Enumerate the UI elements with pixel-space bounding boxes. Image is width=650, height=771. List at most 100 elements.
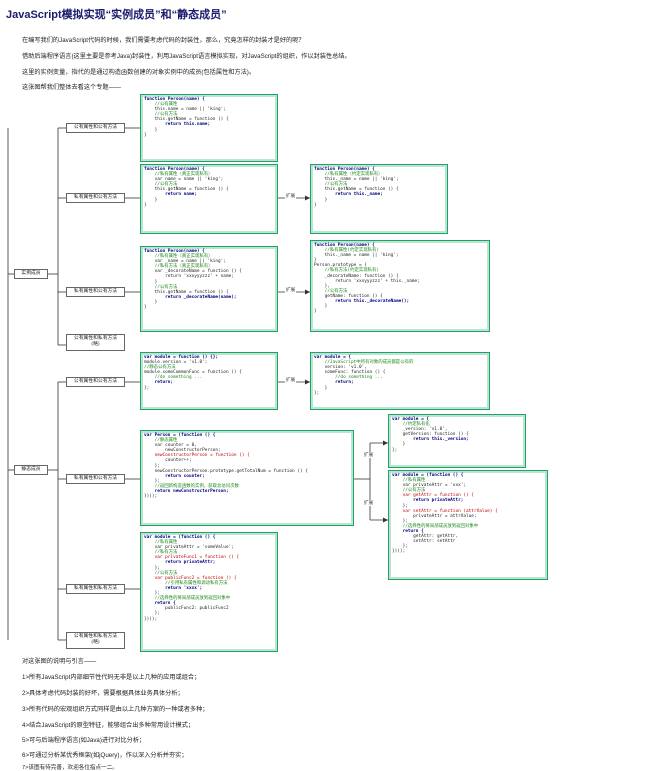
intro-paragraph-2: 借助后端程序语言(这里主要是参考Java)封装性，利用JavaScript语言模… — [22, 53, 351, 60]
code-line: this._name = name || 'king'; — [314, 253, 399, 259]
code-line: //私有方法(约定实现私有) — [314, 268, 380, 274]
code-line: return { — [392, 529, 424, 535]
code-line: } — [144, 202, 147, 208]
code-line: newConstructorPerson = function () { — [144, 453, 250, 459]
static-members-label: 静态成员 — [14, 465, 48, 475]
note-5: 5>可与后端程序语言(如Java)进行对比分析； — [22, 737, 146, 744]
code-line: //私有方法（真正实现私有） — [144, 264, 213, 270]
code-line: //私有属性(约定实现私有) — [314, 248, 380, 254]
code-line: //引用私有属性和调动私有方法 — [144, 580, 228, 586]
instance-public-label: 公有属性和公有方法 — [66, 123, 125, 133]
code-line: } — [314, 304, 328, 310]
instance-public-private-label: 公有属性和私有方法 (略) — [66, 334, 125, 351]
code-line: }; — [392, 503, 408, 509]
code-line: var privateAttr = 'xxx'; — [392, 483, 467, 489]
code-static-private-public: var Person = (function () { //静态属性 var c… — [140, 430, 354, 526]
code-line: //公有属性 — [144, 102, 178, 108]
extend-label-1: 扩展 — [285, 193, 297, 199]
code-instance-prototype: function Person(name) { //私有属性(约定实现私有) t… — [310, 240, 490, 332]
code-line: var module = (function () { — [144, 535, 216, 540]
extend-label-3: 扩展 — [285, 377, 297, 383]
code-line: return this.name; — [144, 122, 211, 128]
code-line: return; — [144, 380, 174, 386]
instance-private-public-label: 私有属性和公有方法 — [66, 193, 125, 203]
instance-members-label: 实例成员 — [14, 269, 48, 279]
static-public-private-label: 公有属性和私有方法 (略) — [66, 632, 125, 649]
code-line: }; — [392, 544, 408, 550]
code-line: return name; — [144, 192, 197, 198]
code-line: //公有方法 — [144, 182, 178, 188]
code-line: getVersion: function () { — [392, 432, 469, 438]
code-line: //选择性的将局部成员放到返回对象中 — [392, 523, 479, 529]
code-line: newConstructorPerson.prototype.getTotalN… — [144, 468, 308, 474]
code-line: getName: function () { — [314, 293, 383, 299]
code-line: function Person(name) { — [314, 167, 375, 172]
code-line: }; — [144, 478, 160, 484]
code-line: return; — [314, 380, 354, 386]
code-line: //私有属性 — [392, 478, 426, 484]
code-line: var name = name || 'king'; — [144, 177, 224, 183]
note-3: 3>所有代码的宏观组织方式同样是由以上几种方案的一种或者多种； — [22, 706, 209, 713]
extend-label-4: 扩展 — [363, 452, 375, 458]
code-line: return this._name; — [314, 192, 383, 198]
code-line: function Person(name) { — [144, 97, 205, 102]
code-line: //公有方法 — [144, 112, 178, 118]
code-line: } — [144, 127, 158, 133]
code-line: //私有属性（真正实现私有） — [144, 254, 213, 260]
static-public-private-text: 公有属性和私有方法 — [73, 634, 118, 639]
code-line: } — [144, 132, 147, 138]
code-line: } — [144, 299, 158, 305]
code-line: module.version = 'v1.0'; — [144, 360, 208, 366]
code-line: privateAttr = attrValue; — [392, 513, 477, 519]
code-instance-private-real: function Person(name) { //私有属性（真正实现私有） v… — [140, 164, 278, 234]
code-line: var setAttr = function (attrValue) { — [392, 508, 498, 514]
code-line: this._name = name || 'king'; — [314, 177, 399, 183]
intro-paragraph-3: 这里的实例变量，指代的是通过构造函数创建的对象实例中的成员(包括属性和方法)。 — [22, 69, 256, 76]
code-line: var publicFunc2 = function () { — [144, 575, 237, 581]
note-4: 4>结合JavaScript的原型特征，能够组合出多种常用设计模式； — [22, 722, 195, 729]
code-line: var privateAttr = 'someValue'; — [144, 545, 234, 551]
static-private-public-label: 私有属性和公有方法 — [66, 474, 125, 484]
code-line: //返回新构造函数的实例，获取总访问次数 — [144, 483, 239, 489]
code-line: return this._decorateName(); — [314, 299, 410, 305]
code-line: var module = { — [314, 355, 352, 360]
code-line: //私有属性（约定实现私有） — [314, 172, 383, 178]
code-line: }; — [392, 447, 398, 453]
code-line: publicFunc2: publicFunc2 — [144, 606, 229, 612]
note-6: 6>可通过分析某优秀框架(如jQuery)，作以深入分析并夯实； — [22, 752, 188, 759]
code-instance-public: function Person(name) { //公有属性 this.name… — [140, 94, 278, 162]
code-line: } — [314, 309, 317, 315]
code-line: var module = function () {}; — [144, 355, 219, 360]
code-line: var getAttr = function () { — [392, 493, 474, 499]
code-line: this.getName = function () { — [314, 187, 399, 193]
code-instance-private-methods: function Person(name) { //私有属性（真正实现私有） v… — [140, 246, 278, 332]
code-line: } — [314, 385, 328, 391]
code-line: this.getName = function () { — [144, 117, 229, 123]
code-line: this.getName = function () { — [144, 187, 229, 193]
code-line: //公有方法 — [314, 182, 348, 188]
code-line: function Person(name) { — [314, 243, 375, 248]
code-line: someFunc: function () { — [314, 370, 386, 376]
code-line: //选择性的将局部成员放到返回对象中 — [144, 596, 231, 602]
code-line: //JavaScript中所有对象的成员都是公有的 — [314, 360, 414, 366]
code-line: return 'xxxyyyzzz' + this._name; — [314, 278, 420, 284]
code-line: return 'xxxx'; — [144, 585, 203, 591]
code-line: _version: 'v1.0', — [392, 427, 448, 433]
code-line: //私有属性 — [144, 540, 178, 546]
code-line: })(); — [392, 549, 406, 555]
code-line: } — [314, 202, 317, 208]
code-line: var _decorateName = function () { — [144, 269, 242, 275]
code-line: getAttr: getAttr, — [392, 534, 459, 540]
code-static-private-private: var module = (function () { //私有属性 var p… — [140, 532, 278, 652]
code-line: //do something ... — [314, 375, 383, 381]
code-line: } — [314, 258, 317, 264]
code-line: }; — [144, 385, 150, 391]
code-line: //私有方法 — [144, 550, 178, 556]
instance-private-private-label: 私有属性和公有方法 — [66, 287, 125, 297]
code-line: function Person(name) { — [144, 167, 205, 172]
code-line: return counter; — [144, 473, 205, 479]
static-public-label: 公有属性和公有方法 — [66, 377, 125, 387]
code-line: } — [314, 197, 328, 203]
code-line: newConstructorPerson; — [144, 448, 221, 454]
code-line: var _name = name || 'king'; — [144, 259, 226, 265]
